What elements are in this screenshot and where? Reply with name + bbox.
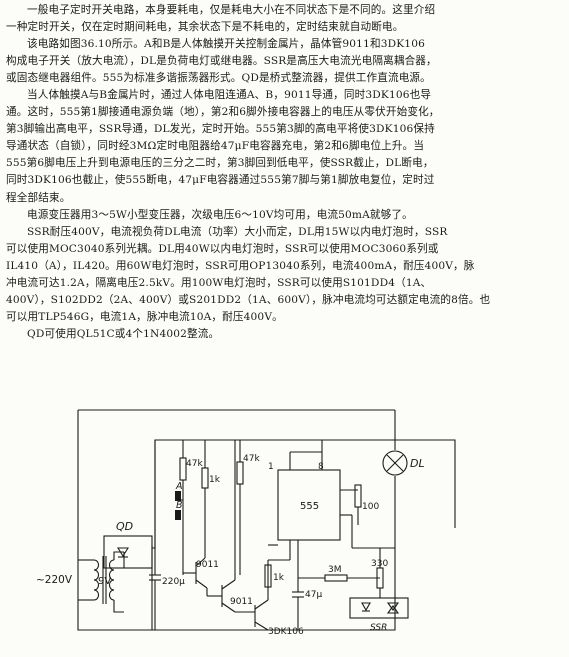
capacitor-47u	[292, 578, 304, 630]
transistor-9011-b	[206, 440, 236, 613]
text-line: IL410（A），IL420。用60W电灯泡时，SSR可用OP13040系列，电…	[6, 259, 475, 272]
label-cap-timing: 47μ	[305, 590, 322, 600]
label-touch-a: A	[175, 481, 183, 492]
lamp-dl	[382, 450, 408, 476]
mains-loop	[77, 409, 396, 631]
transistor-3dk106	[235, 585, 269, 631]
ic-555	[267, 440, 395, 585]
label-r-timing: 3M	[328, 565, 342, 575]
label-mains: ~220V	[36, 574, 73, 586]
text-line: 通。这时，555第1脚接通电源负端（地），第2和6脚外接电容器上的电压从零伏开始…	[6, 106, 440, 119]
resistor-1k-emitter	[264, 544, 278, 588]
text-line: 导通状态（自锁），同时经3MΩ定时电阻器给47μF电容器充电，第2和6脚电位上升…	[6, 140, 425, 153]
label-ssr: SSR	[370, 623, 387, 633]
label-q2: 9011	[230, 597, 253, 607]
text-line: QD可使用QL51C或4个1N4002整流。	[27, 327, 220, 340]
label-ic: 555	[300, 501, 319, 512]
text-line: 400V），S102DD2（2A、400V）或S201DD2（1A、600V），…	[6, 293, 491, 306]
resistor-47k-right	[236, 440, 244, 575]
label-r-top-left: 47k	[186, 459, 203, 469]
text-line: SSR耐压400V，电流视负荷DL电流（功率）大小而定，DL用15W以内电灯泡时…	[27, 225, 448, 238]
text-line: 该电路如图36.10所示。A和B是人体触摸开关控制金属片，晶体管9011和3DK…	[27, 38, 425, 51]
resistor-3m	[297, 540, 380, 582]
label-dl: DL	[410, 457, 425, 470]
label-q3: 3DK106	[268, 627, 304, 637]
article-text: 一般电子定时开关电路，本身要耗电，仅是耗电大小在不同状态下是不同的。这里介绍一种…	[6, 2, 558, 343]
label-r-emitter: 1k	[273, 573, 285, 583]
touch-plates	[175, 491, 183, 520]
text-line: 程全部结束。	[6, 191, 71, 204]
bridge-rectifier	[103, 439, 456, 569]
filter-capacitor	[149, 440, 161, 630]
label-r-top-right: 47k	[243, 454, 260, 464]
text-line: 同时3DK106也截止，使555断电，47μF电容器通过555第7脚与第1脚放电…	[6, 174, 435, 187]
label-qd: QD	[116, 520, 133, 533]
label-r-ssr: 330	[371, 559, 388, 569]
label-q1: 9011	[196, 560, 219, 570]
text-line: 一种定时开关，仅在定时期间耗电，其余状态下是不耗电的，定时结束就自动断电。	[6, 21, 404, 34]
label-pin8: 8	[318, 462, 324, 472]
label-pin1: 1	[268, 462, 274, 472]
text-line: 可以使用MOC3040系列光耦。DL用40W以内电灯泡时，SSR可以使用MOC3…	[6, 242, 439, 255]
text-line: 当人体触摸A与B金属片时，通过人体电阻连通A、B，9011导通，同时3DK106…	[27, 89, 432, 102]
resistor-330	[376, 548, 384, 598]
resistor-47k-left	[179, 440, 187, 575]
text-line: 构成电子开关（放大电流），DL是负荷电灯或继电器。SSR是高压大电流光电隔离耦合…	[6, 55, 437, 68]
ssr-optocoupler	[349, 597, 409, 619]
transformer-symbol	[93, 551, 124, 613]
resistor-100	[354, 484, 362, 525]
text-line: 可以用TLP546G，电流1A，脉冲电流10A，耐压400V。	[6, 310, 283, 323]
text-line: 冲电流可达1.2A，隔离电压2.5kV。用100W电灯泡时，SSR可以使用S10…	[6, 276, 432, 289]
resistor-1k-base	[201, 440, 209, 558]
label-touch-b: B	[176, 500, 183, 511]
label-secondary: 9V	[98, 576, 111, 587]
text-line: 第3脚输出高电平，SSR导通，DL发光，定时开始。555第3脚的高电平将使3DK…	[6, 123, 435, 136]
text-line: 555第6脚电压上升到电源电压的三分之二时，第3脚回到低电平，使SSR截止，DL…	[6, 157, 434, 170]
text-line: 一般电子定时开关电路，本身要耗电，仅是耗电大小在不同状态下是不同的。这里介绍	[27, 4, 436, 16]
transistor-9011-a	[183, 557, 208, 589]
text-line: 电源变压器用3～5W小型变压器，次级电压6～10V均可用，电流50mA就够了。	[27, 208, 413, 221]
label-cap-filter: 220μ	[162, 577, 185, 587]
label-r-base: 1k	[209, 475, 221, 485]
label-r-pin5: 100	[362, 502, 379, 512]
text-line: 或固态继电器组件。555为标准多谐振荡器形式。QD是桥式整流器，提供工作直流电源…	[6, 72, 431, 85]
